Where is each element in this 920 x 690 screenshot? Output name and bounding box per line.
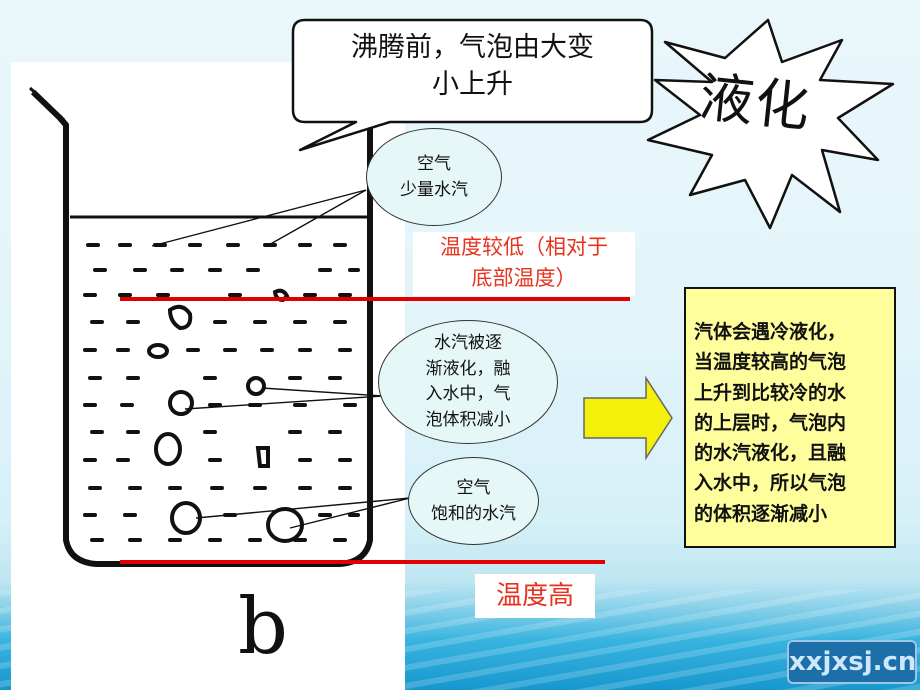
bubble	[170, 501, 202, 535]
ellipse-air-saturated: 空气 饱和的水汽	[408, 457, 539, 545]
watermark-logo: xxjxsj.cn	[787, 640, 917, 684]
label-low-temperature-line1: 温度较低（相对于	[440, 235, 608, 259]
bubble	[255, 446, 270, 468]
beaker-letter: b	[238, 582, 288, 672]
ellipse-air-top: 空气 少量水汽	[366, 128, 502, 226]
starburst-text: 液化	[696, 65, 815, 140]
label-low-temperature-line2: 底部温度）	[471, 266, 577, 290]
starburst-shape	[646, 18, 895, 230]
explanation-box: 汽体会遇冷液化， 当温度较高的气泡 上升到比较冷的水 的上层时，气泡内 的水汽液…	[684, 287, 896, 548]
speech-bubble-text: 沸腾前，气泡由大变 小上升	[351, 32, 594, 100]
speech-bubble-shape	[291, 18, 654, 152]
callout-lines	[151, 189, 411, 529]
bubble	[246, 376, 266, 396]
water-dashes	[83, 243, 360, 542]
label-high-temperature: 温度高	[475, 574, 595, 618]
bubble	[168, 390, 194, 416]
bubble	[167, 304, 193, 331]
bubble	[154, 432, 182, 466]
right-arrow-shape	[583, 375, 673, 461]
ellipse-condensation: 水汽被逐 渐液化，融 入水中，气 泡体积减小	[378, 320, 558, 444]
bubble	[147, 343, 169, 359]
bubble	[266, 507, 304, 543]
beaker-outline	[30, 89, 373, 567]
bubbles	[147, 288, 304, 543]
label-low-temperature: 温度较低（相对于 底部温度）	[413, 232, 635, 296]
